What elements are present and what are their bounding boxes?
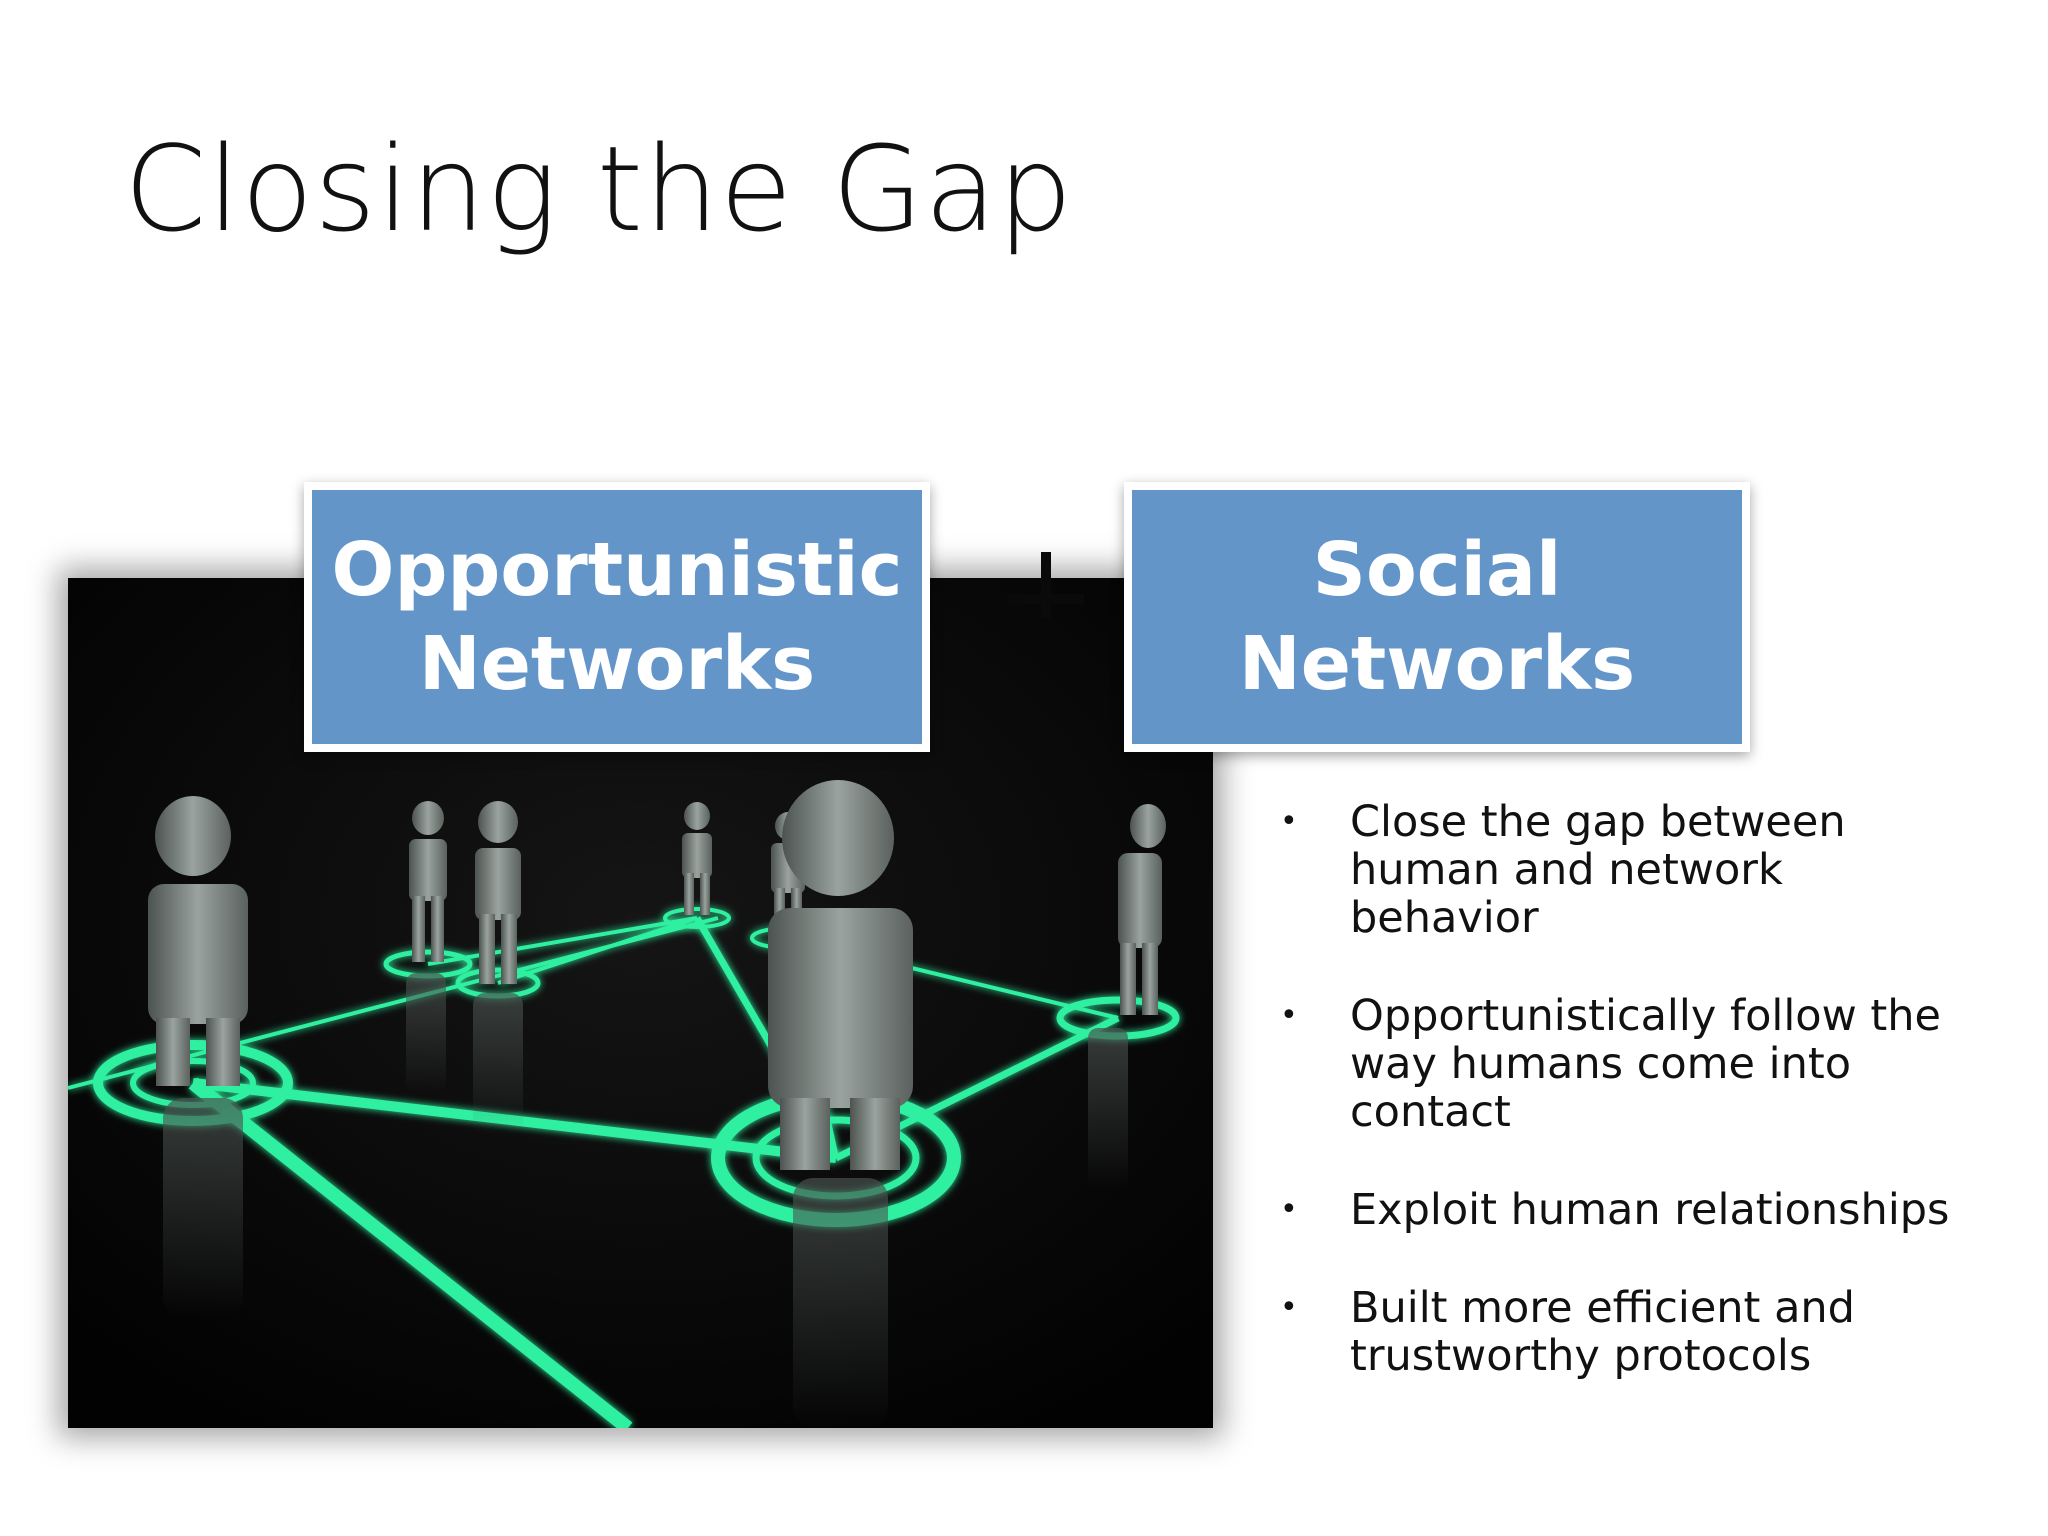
box-label-line: Networks: [418, 621, 816, 707]
box-label-line: Social: [1312, 527, 1562, 613]
person-figure: [475, 801, 521, 984]
bullet-list: • Close the gap between human and networ…: [1280, 798, 2020, 1430]
bullet-text-line: contact: [1350, 1087, 1511, 1137]
bullet-item: • Close the gap between human and networ…: [1280, 798, 2020, 942]
bullet-text-line: behavior: [1350, 893, 1539, 943]
bullet-text-line: Opportunistically follow the: [1350, 991, 1941, 1041]
bullet-text-line: Exploit human relationships: [1350, 1185, 1950, 1235]
box-label-line: Opportunistic: [331, 527, 903, 613]
bullet-dot: •: [1280, 804, 1298, 839]
box-label-line: Networks: [1238, 621, 1636, 707]
bullet-dot: •: [1280, 1290, 1298, 1325]
bullet-text-line: Close the gap between: [1350, 797, 1846, 847]
person-figure: [1118, 804, 1166, 1015]
slide-title: Closing the Gap: [124, 120, 1074, 258]
person-reflections: [163, 973, 1128, 1428]
bullet-item: • Exploit human relationships: [1280, 1186, 2020, 1234]
bullet-text-line: trustworthy protocols: [1350, 1331, 1812, 1381]
bullet-text-line: human and network: [1350, 845, 1783, 895]
opportunistic-networks-box: Opportunistic Networks: [304, 482, 930, 752]
people-figures: [148, 780, 1166, 1170]
person-figure: [682, 802, 712, 915]
bullet-item: • Opportunistically follow the way human…: [1280, 992, 2020, 1136]
bullet-item: • Built more efficient and trustworthy p…: [1280, 1284, 2020, 1380]
person-figure: [148, 796, 248, 1086]
social-networks-box: Social Networks: [1124, 482, 1750, 752]
person-figure: [409, 801, 447, 962]
person-figure: [768, 780, 913, 1170]
bullet-dot: •: [1280, 998, 1298, 1033]
bullet-text-line: Built more efficient and: [1350, 1283, 1855, 1333]
plus-icon: [1008, 552, 1084, 618]
bullet-dot: •: [1280, 1192, 1298, 1227]
bullet-text-line: way humans come into: [1350, 1039, 1852, 1089]
